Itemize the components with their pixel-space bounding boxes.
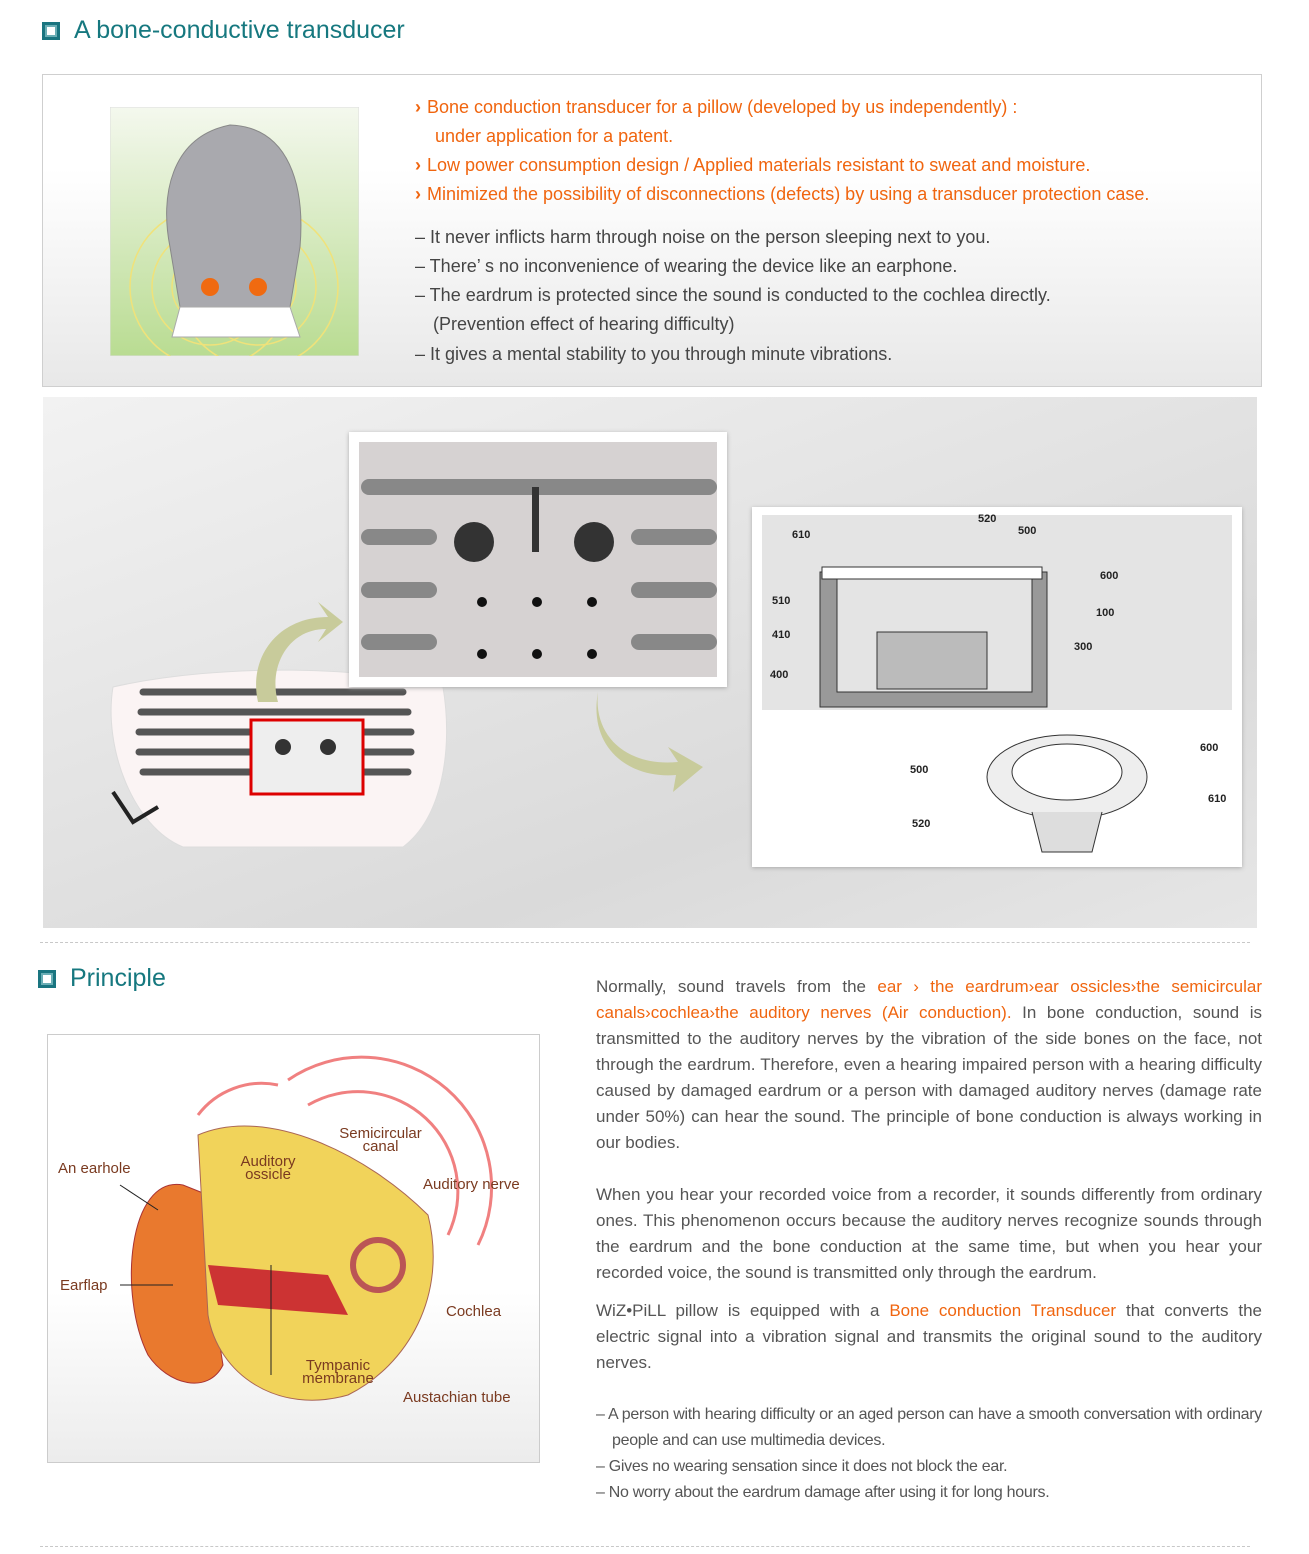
text: In bone conduction, sound is transmitted… — [596, 1003, 1262, 1152]
diagram-label: 400 — [770, 669, 789, 681]
diagram-label: 300 — [1074, 641, 1093, 653]
diagram-label: 610 — [792, 529, 811, 541]
ear-label: Cochlea — [446, 1303, 502, 1320]
feature-text: Minimized the possibility of disconnecti… — [427, 184, 1150, 204]
ear-label: Earflap — [60, 1277, 108, 1294]
diagram-label: 520 — [978, 513, 997, 525]
text: Normally, sound travels from the — [596, 977, 878, 996]
paragraph: When you hear your recorded voice from a… — [596, 1185, 1262, 1282]
section-heading: Principle — [38, 964, 166, 993]
arrow-up-icon — [256, 602, 343, 702]
ear-label: Austachian tube — [403, 1389, 511, 1406]
diagram-label: 500 — [1018, 525, 1037, 537]
chevron-right-icon: › — [415, 97, 421, 117]
transducer-closeup-photo — [349, 432, 727, 687]
benefit-item: (Prevention effect of hearing difficulty… — [433, 314, 735, 334]
benefit-item: – It gives a mental stability to you thr… — [415, 344, 893, 364]
feature-continuation: under application for a patent. — [435, 126, 674, 146]
ear-label: Auditory nerve — [423, 1176, 520, 1193]
section-heading: A bone-conductive transducer — [42, 16, 405, 45]
patent-diagram: 610 520 500 600 510 100 410 300 400 500 … — [752, 507, 1242, 867]
bullet-item: – Gives no wearing sensation since it do… — [596, 1458, 1008, 1475]
paragraph: Normally, sound travels from the ear › t… — [596, 974, 1262, 1156]
ear-anatomy-image: An earhole Auditory ossicle Semicircular… — [47, 1034, 540, 1463]
diagram-label: 520 — [912, 818, 931, 830]
ear-label: Semicircular canal — [339, 1125, 422, 1155]
product-panel: 610 520 500 600 510 100 410 300 400 500 … — [43, 397, 1257, 928]
bullet-list: – A person with hearing difficulty or an… — [596, 1402, 1262, 1506]
divider — [40, 942, 1250, 943]
arrow-down-icon — [596, 692, 703, 792]
diagram-label: 600 — [1200, 742, 1219, 754]
section-title: A bone-conductive transducer — [74, 16, 405, 44]
air-conduction-path: ear › the eardrum›ear ossicles›the semic… — [596, 977, 1262, 1022]
diagram-label: 410 — [772, 629, 791, 641]
benefit-item: – It never inflicts harm through noise o… — [415, 227, 991, 247]
diagram-label: 510 — [772, 595, 791, 607]
diagram-label: 500 — [910, 764, 929, 776]
ear-label: Tympanic membrane — [302, 1357, 374, 1387]
feature-text: Bone conduction transducer for a pillow … — [427, 97, 1018, 117]
diagram-label: 610 — [1208, 793, 1227, 805]
section-title: Principle — [70, 964, 166, 992]
feature-item: › Low power consumption design / Applied … — [415, 155, 1090, 176]
feature-item: › Bone conduction transducer for a pillow… — [415, 97, 1017, 118]
square-bullet-icon — [42, 21, 60, 40]
divider — [40, 1546, 1250, 1547]
chevron-right-icon: › — [415, 155, 421, 175]
chevron-right-icon: › — [415, 184, 421, 204]
paragraph: WiZ•PiLL pillow is equipped with a Bone … — [596, 1298, 1262, 1376]
features-box: › Bone conduction transducer for a pillow… — [42, 74, 1262, 387]
feature-item: › Minimized the possibility of disconnect… — [415, 184, 1149, 205]
text: WiZ•PiLL pillow is equipped with a — [596, 1301, 890, 1320]
pillow-device-image — [110, 669, 448, 848]
benefit-item: – The eardrum is protected since the sou… — [415, 285, 1051, 305]
head-illustration — [110, 107, 359, 356]
benefit-item: – There’ s no inconvenience of wearing t… — [415, 256, 958, 276]
principle-text: Normally, sound travels from the ear › t… — [596, 974, 1262, 1506]
highlight: Bone conduction Transducer — [889, 1301, 1117, 1320]
feature-text: Low power consumption design / Applied m… — [427, 155, 1091, 175]
text: that converts the electric signal into a… — [596, 1301, 1262, 1372]
bullet-item: – No worry about the eardrum damage afte… — [596, 1484, 1050, 1501]
diagram-label: 600 — [1100, 570, 1119, 582]
bullet-item: – A person with hearing difficulty or an… — [596, 1406, 1262, 1449]
ear-label: Auditory ossicle — [240, 1153, 296, 1183]
square-bullet-icon — [38, 969, 56, 988]
diagram-label: 100 — [1096, 607, 1115, 619]
ear-label: An earhole — [58, 1160, 131, 1177]
